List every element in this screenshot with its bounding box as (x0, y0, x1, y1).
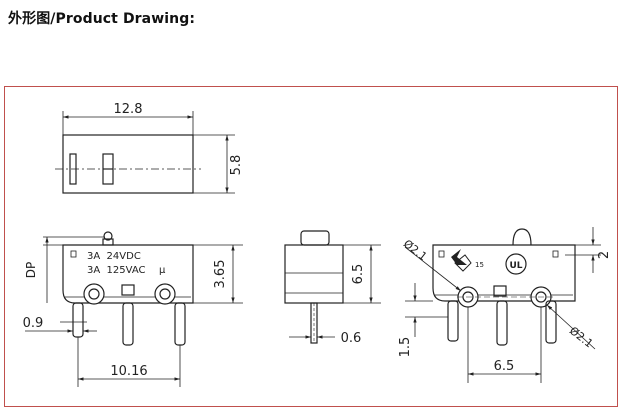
front-pin-span-label: 10.16 (110, 364, 147, 379)
side-thickness-label: 0.6 (341, 331, 362, 346)
product-drawing: 12.8 5.8 3A 24VDC 3A 125VAC μ DP 3.65 0.… (23, 102, 612, 387)
top-view-width-label: 12.8 (114, 102, 143, 117)
top-view (55, 111, 235, 194)
front-height-label: 3.65 (213, 260, 228, 289)
rear-cert-mark-label: 15 (475, 261, 484, 269)
side-height-label: 6.5 (351, 264, 366, 285)
front-marking-line1: 3A 24VDC (87, 251, 141, 262)
rear-marker-square-left (438, 250, 445, 258)
rear-view (404, 227, 601, 383)
rear-marker-square (552, 250, 559, 258)
rear-pin-height-label: 1.5 (398, 337, 413, 358)
rear-hole-bottom-label: Ø2.1 (567, 324, 596, 350)
front-marking-line2: 3A 125VAC (87, 265, 146, 276)
top-view-height-label: 5.8 (229, 155, 244, 176)
drawing-frame: 12.8 5.8 3A 24VDC 3A 125VAC μ DP 3.65 0.… (4, 86, 618, 407)
rear-cert-ul-label: UL (509, 261, 522, 271)
page-title: 外形图/Product Drawing: (8, 11, 196, 27)
rear-top-offset-label: 2 (597, 251, 612, 259)
rear-pin-span-label: 6.5 (494, 359, 515, 374)
front-marking-suffix: μ (159, 265, 166, 276)
front-marker-square (70, 250, 77, 258)
front-dp-label: DP (24, 262, 38, 278)
front-pin-width-label: 0.9 (23, 316, 44, 331)
rear-hole-top-label: Ø2.1 (401, 237, 430, 263)
side-view (284, 230, 381, 344)
front-view (25, 231, 243, 387)
